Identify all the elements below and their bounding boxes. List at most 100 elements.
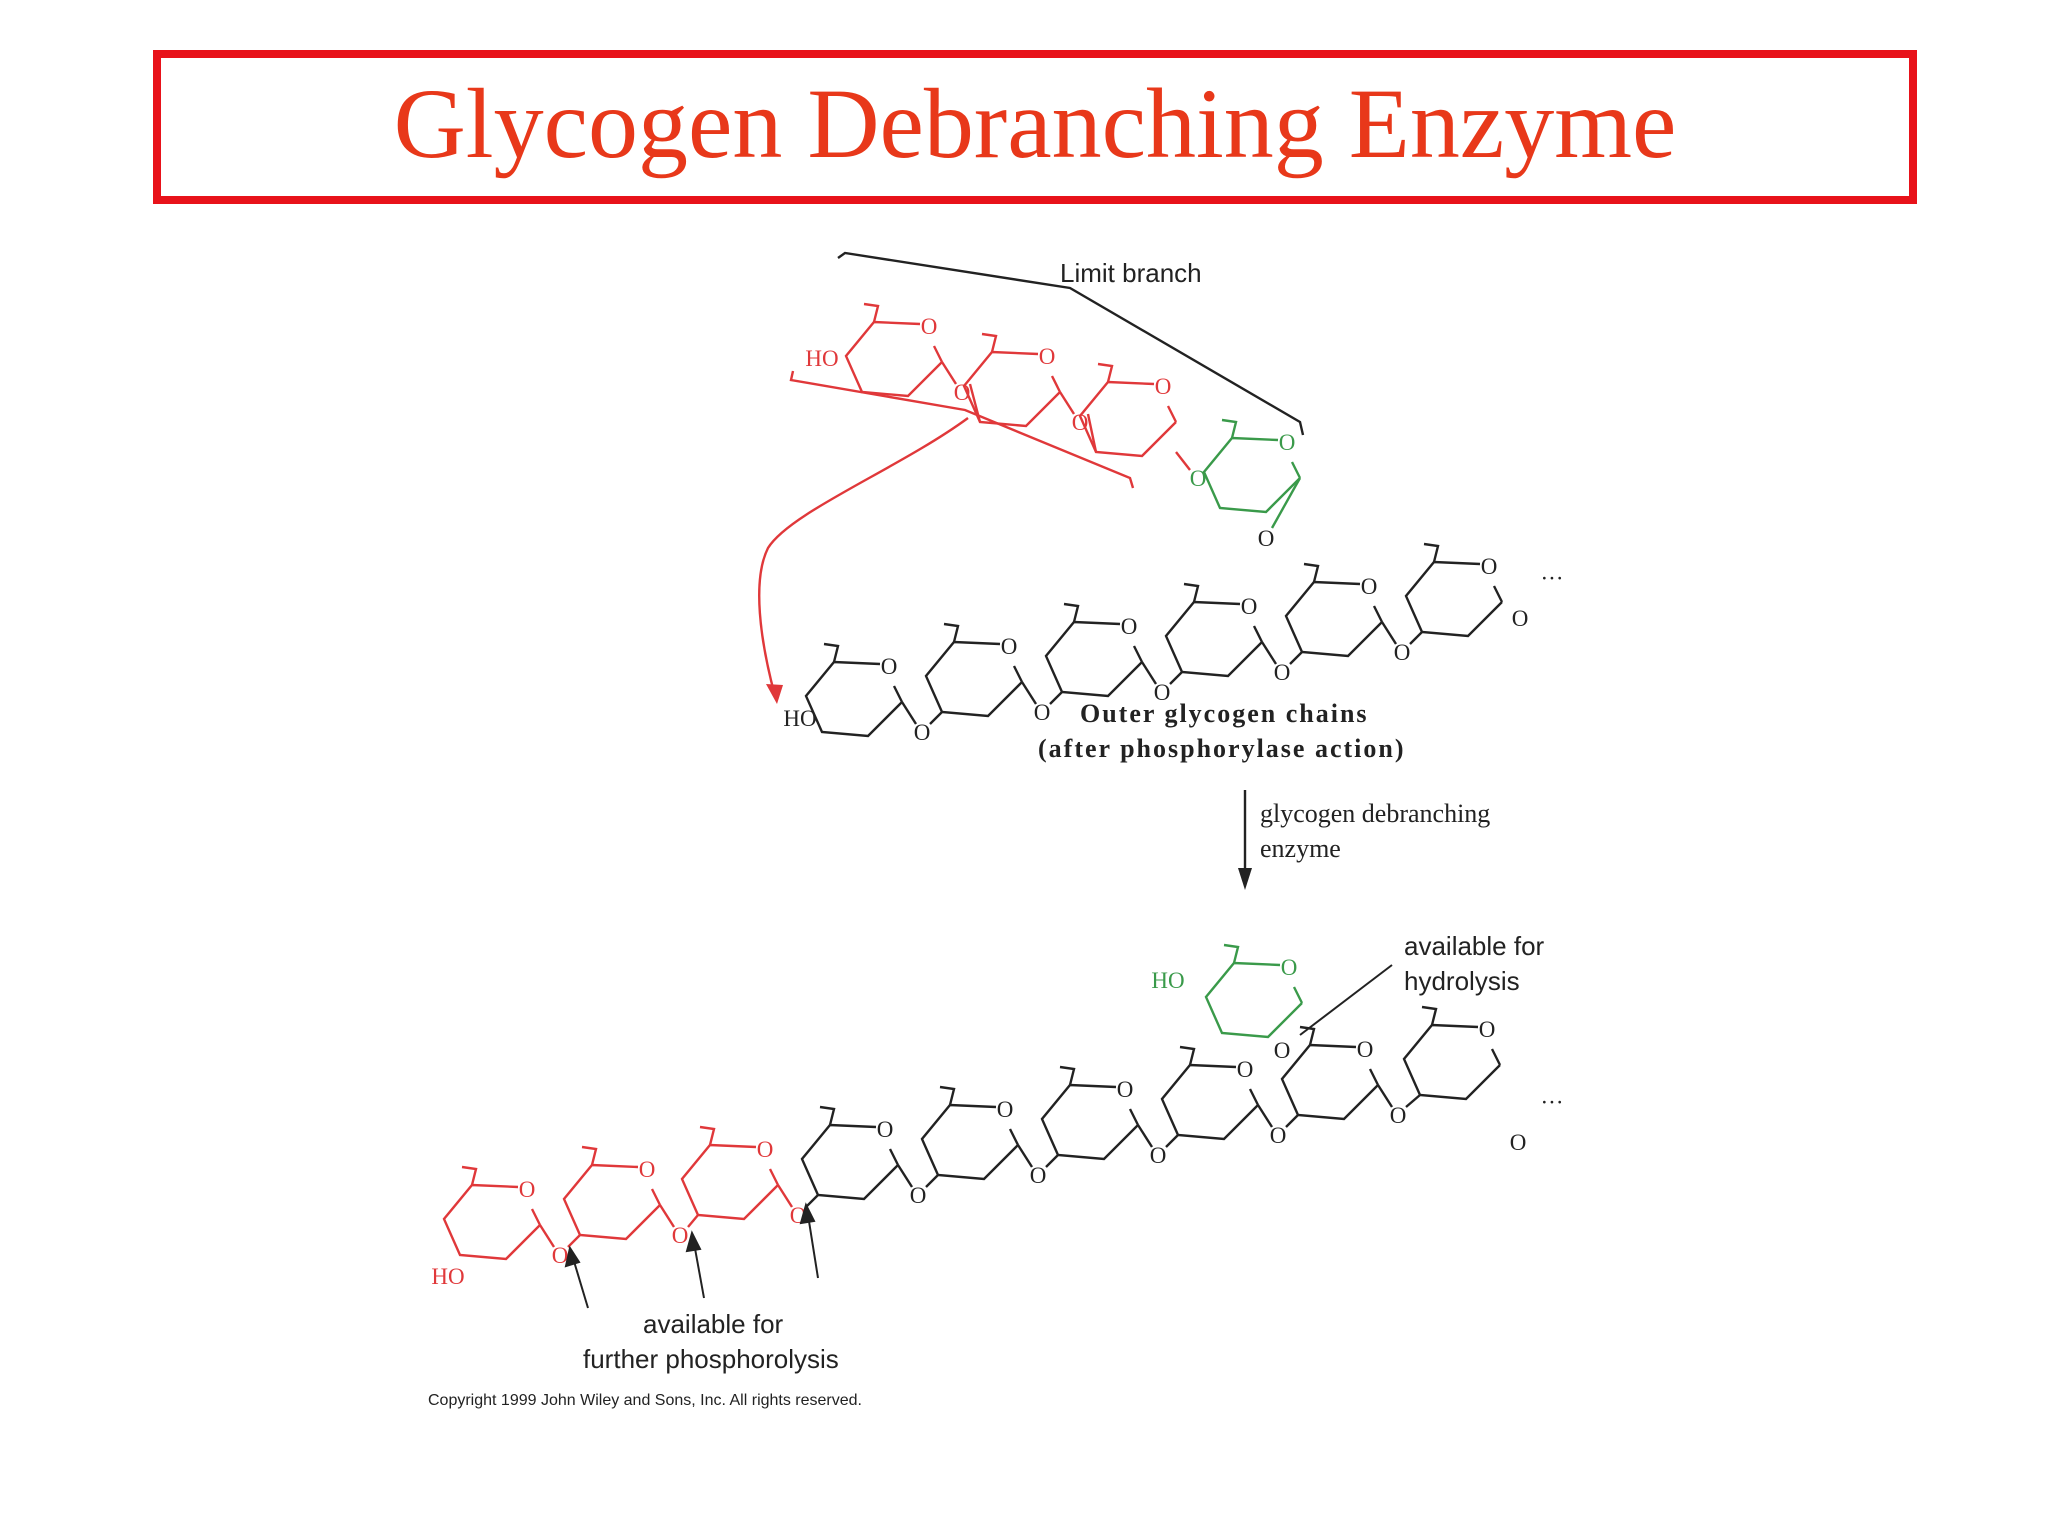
ring-bonds xyxy=(800,1123,899,1201)
ring-bonds xyxy=(1284,580,1383,658)
ring-bonds xyxy=(562,1163,661,1241)
outer-chain-hydroxyl: HO xyxy=(783,706,816,731)
extended-chain-link-7: O xyxy=(1270,1123,1287,1148)
extended-chain-ring-2: O xyxy=(562,1145,662,1241)
limit-branch-ring-3: O xyxy=(1078,362,1178,458)
phosphorolysis-label-1: available for xyxy=(643,1309,784,1339)
glycosidic-oxygen-atom: O xyxy=(1394,640,1411,665)
hydrolysis-pointer xyxy=(1299,964,1393,1036)
extended-chain-ring-6: O xyxy=(1040,1065,1140,1161)
ring-bonds xyxy=(804,660,903,738)
ring-bonds xyxy=(1204,961,1303,1039)
ring-oxygen-atom: O xyxy=(1121,614,1138,639)
slide-title: Glycogen Debranching Enzyme xyxy=(393,68,1677,179)
ring-bonds xyxy=(920,1103,1019,1181)
ring-bonds xyxy=(1040,1083,1139,1161)
outer-chains-label-1: Outer glycogen chains xyxy=(1080,699,1369,728)
limit-branch-link-1: O xyxy=(954,380,971,405)
ring-bonds xyxy=(844,320,943,398)
extended-chain-ring-3: O xyxy=(680,1125,780,1221)
glycosidic-oxygen-atom: O xyxy=(1034,700,1051,725)
ring-oxygen-atom: O xyxy=(1479,1017,1496,1042)
extended-chain-link-8: O xyxy=(1390,1103,1407,1128)
outer-chain-ring-1: O xyxy=(804,642,904,738)
ring-oxygen-atom: O xyxy=(1039,344,1056,369)
ring-bonds xyxy=(1164,600,1263,678)
extended-chain-link-4: O xyxy=(910,1183,927,1208)
hydrolysis-oxygen: O xyxy=(1274,1038,1291,1063)
extended-chain-end-oxygen: O xyxy=(1510,1130,1527,1155)
extended-chain-link-6: O xyxy=(1150,1143,1167,1168)
hydrolysis-label-2: hydrolysis xyxy=(1404,966,1520,996)
outer-chain-ring-3: O xyxy=(1044,602,1144,698)
ring-bonds xyxy=(1160,1063,1259,1141)
transfer-bracket xyxy=(789,370,1135,489)
ring-oxygen-atom: O xyxy=(1481,554,1498,579)
glycosidic-oxygen-atom: O xyxy=(552,1243,569,1268)
enzyme-label-1: glycogen debranching xyxy=(1260,799,1490,828)
ring-oxygen-atom: O xyxy=(757,1137,774,1162)
ring-oxygen-atom: O xyxy=(1241,594,1258,619)
ring-bonds xyxy=(1404,560,1503,638)
outer-chain-ring-4: O xyxy=(1164,582,1264,678)
limit-branch-link-2: O xyxy=(1072,410,1089,435)
extended-chain-hydroxyl: HO xyxy=(431,1264,464,1289)
transfer-arrow xyxy=(758,417,969,697)
extended-chain-ring-9: O xyxy=(1402,1005,1502,1101)
outer-chains-label-2: (after phosphorylase action) xyxy=(1038,734,1406,763)
glycosidic-oxygen-atom: O xyxy=(1274,660,1291,685)
phosphorolysis-arrows xyxy=(564,1202,819,1309)
branch-point-residue: O xyxy=(1202,418,1302,514)
copyright-notice: Copyright 1999 John Wiley and Sons, Inc.… xyxy=(428,1392,862,1409)
ring-bonds xyxy=(1202,436,1301,514)
glycosidic-oxygen-atom: O xyxy=(1030,1163,1047,1188)
outer-chain-link-3: O xyxy=(1154,680,1171,705)
main-chain-16-oxygen: O xyxy=(1258,526,1275,551)
glycosidic-oxygen-atom: O xyxy=(1270,1123,1287,1148)
branch-alpha16-oxygen: O xyxy=(1190,466,1207,491)
released-glucose-hydroxyl: HO xyxy=(1151,968,1184,993)
ring-oxygen-atom: O xyxy=(519,1177,536,1202)
glycosidic-oxygen-atom: O xyxy=(1150,1143,1167,1168)
ring-bonds xyxy=(1280,1043,1379,1121)
extended-chain-continuation: ··· xyxy=(1541,1090,1564,1115)
ring-oxygen-atom: O xyxy=(1155,374,1172,399)
limit-branch-ring-1: O xyxy=(844,302,944,398)
outer-chain-ring-5: O xyxy=(1284,562,1384,658)
extended-chain-ring-1: O xyxy=(442,1165,542,1261)
glycosidic-oxygen-atom: O xyxy=(672,1223,689,1248)
ring-oxygen-atom: O xyxy=(639,1157,656,1182)
ring-oxygen-atom: O xyxy=(877,1117,894,1142)
outer-chain-link-4: O xyxy=(1274,660,1291,685)
glycosidic-oxygen-atom: O xyxy=(1072,410,1089,435)
extended-chain-link-1: O xyxy=(552,1243,569,1268)
limit-branch-bracket xyxy=(837,251,1305,436)
extended-chain-ring-4: O xyxy=(800,1105,900,1201)
title-box: Glycogen Debranching Enzyme xyxy=(153,50,1917,204)
glycosidic-oxygen-atom: O xyxy=(954,380,971,405)
outer-chain-link-1: O xyxy=(914,720,931,745)
ring-oxygen-atom: O xyxy=(1279,430,1296,455)
outer-chain-ring-2: O xyxy=(924,622,1024,718)
extended-chain-ring-8: O xyxy=(1280,1025,1380,1121)
glycosidic-oxygen-atom: O xyxy=(1154,680,1171,705)
ring-bonds xyxy=(680,1143,779,1221)
ring-oxygen-atom: O xyxy=(1281,955,1298,980)
ring-oxygen-atom: O xyxy=(921,314,938,339)
ring-bonds xyxy=(962,350,1061,428)
transfer-arrowhead xyxy=(766,684,783,704)
outer-chain-end-oxygen: O xyxy=(1512,606,1529,631)
ring-oxygen-atom: O xyxy=(1117,1077,1134,1102)
ring-bonds xyxy=(1078,380,1177,458)
hydrolysis-label-1: available for xyxy=(1404,931,1545,961)
reaction-arrowhead xyxy=(1238,868,1252,890)
ring-oxygen-atom: O xyxy=(1361,574,1378,599)
ring-oxygen-atom: O xyxy=(997,1097,1014,1122)
extended-chain-ring-7: O xyxy=(1160,1045,1260,1141)
outer-chain-link-2: O xyxy=(1034,700,1051,725)
glycosidic-oxygen-atom: O xyxy=(1390,1103,1407,1128)
limit-branch-ring-2: O xyxy=(962,332,1062,428)
released-glucose: O xyxy=(1204,943,1304,1039)
